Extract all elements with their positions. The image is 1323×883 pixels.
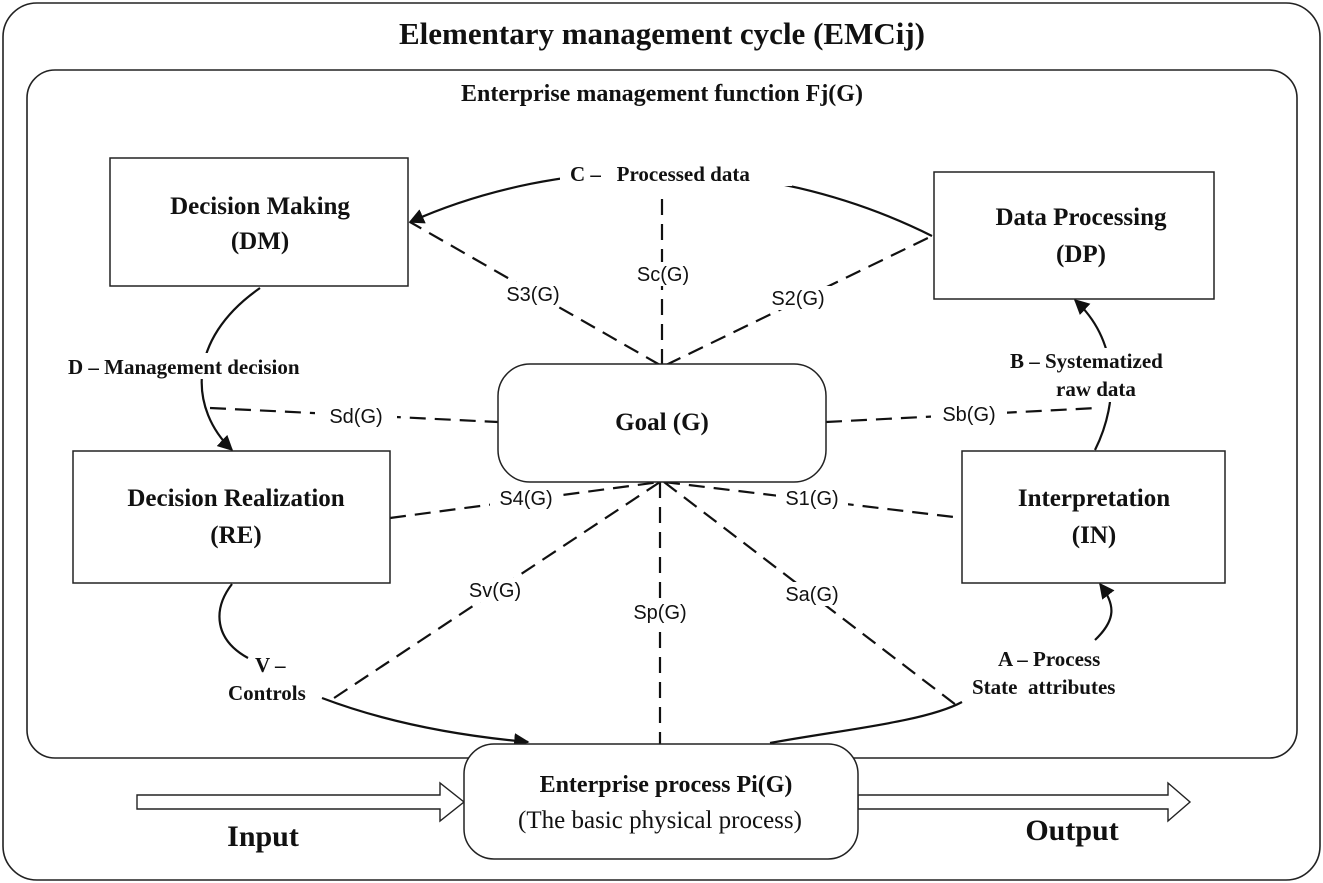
flow-arrow-a-tail (769, 701, 963, 745)
flow-label-v-line2: Controls (228, 681, 306, 705)
signal-label-sa: Sa(G) (785, 584, 838, 606)
flow-arrow-v-top (218, 583, 249, 659)
signal-line-sv (327, 481, 661, 703)
interpretation-box: Interpretation (IN) (961, 450, 1226, 584)
enterprise-process-title: Enterprise process Pi(G) (540, 772, 793, 798)
decision-making-box: Decision Making (DM) (109, 157, 409, 287)
signal-label-sp: Sp(G) (633, 602, 686, 624)
signal-line-sd (209, 406, 499, 424)
signal-label-sd: Sd(G) (329, 406, 382, 428)
signal-label-s4: S4(G) (499, 488, 552, 510)
signal-label-sv: Sv(G) (469, 580, 521, 602)
outer-title: Elementary management cycle (EMCij) (399, 16, 925, 51)
output-arrow (857, 781, 1192, 823)
enterprise-process-box: Enterprise process Pi(G) (The basic phys… (463, 743, 859, 860)
signal-label-s1: S1(G) (785, 488, 838, 510)
enterprise-process-subtitle: (The basic physical process) (518, 807, 802, 834)
decision-realization-box: Decision Realization (RE) (72, 450, 391, 584)
decision-realization-code: (RE) (210, 522, 261, 549)
flow-label-v-line1: V – (255, 653, 286, 677)
flow-label-a-line1: A – Process (998, 647, 1100, 671)
flow-label-c: C – Processed data (570, 162, 750, 186)
interpretation-code: (IN) (1072, 522, 1116, 549)
flow-arrow-v (321, 696, 530, 749)
input-arrow (136, 781, 466, 823)
data-processing-title: Data Processing (995, 204, 1167, 231)
interpretation-title: Interpretation (1018, 485, 1170, 512)
flow-arrow-a (1094, 582, 1115, 641)
flow-label-b-line2: raw data (1056, 377, 1136, 401)
signal-label-sb: Sb(G) (942, 404, 995, 426)
decision-making-code: (DM) (231, 228, 289, 255)
data-processing-box: Data Processing (DP) (933, 171, 1215, 300)
signal-label-sc: Sc(G) (637, 264, 689, 286)
data-processing-code: (DP) (1056, 241, 1106, 268)
inner-title: Enterprise management function Fj(G) (461, 81, 863, 107)
flow-label-a-line2: State attributes (972, 675, 1115, 699)
signal-line-s3 (409, 221, 661, 366)
goal-label: Goal (G) (615, 409, 709, 436)
flow-label-d: D – Management decision (68, 355, 300, 379)
output-label: Output (1025, 814, 1118, 847)
input-label: Input (227, 820, 299, 853)
decision-realization-title: Decision Realization (127, 485, 344, 512)
signal-label-s2: S2(G) (771, 288, 824, 310)
decision-making-title: Decision Making (170, 193, 350, 220)
goal-box: Goal (G) (497, 363, 827, 483)
signal-label-s3: S3(G) (506, 284, 559, 306)
flow-label-b-line1: B – Systematized (1010, 349, 1163, 373)
